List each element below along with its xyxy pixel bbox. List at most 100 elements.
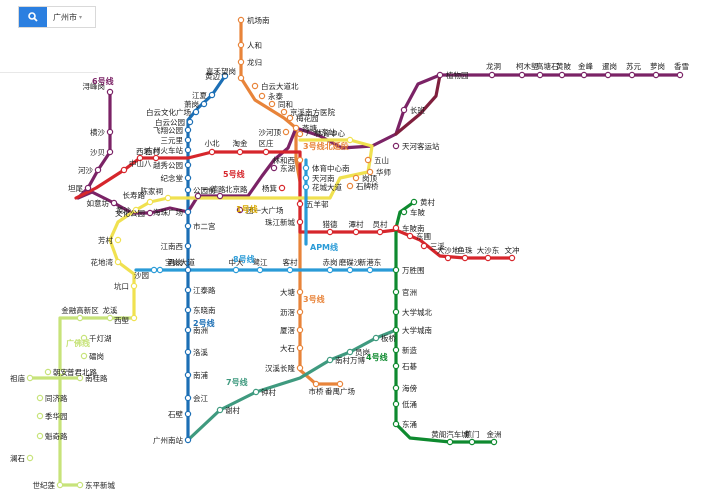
station-jiaomen[interactable] [468, 438, 476, 446]
station-suyuan[interactable] [628, 71, 636, 79]
station-datang[interactable] [296, 288, 304, 296]
search-button[interactable] [19, 7, 47, 27]
station-xiaogang[interactable] [200, 100, 208, 108]
station-yide[interactable] [194, 192, 202, 200]
station-jiahewanggang[interactable] [237, 74, 245, 82]
station-lanshi2[interactable] [26, 454, 34, 462]
station-jiangxia[interactable] [208, 91, 216, 99]
station-nanguilu[interactable] [76, 374, 84, 382]
station-dongchong[interactable] [392, 420, 400, 428]
station-yuzhu[interactable] [461, 254, 469, 262]
station-beijinglu[interactable] [216, 192, 224, 200]
station-tanwei[interactable] [84, 184, 92, 192]
station-changgang[interactable] [184, 266, 192, 274]
station-zhongda[interactable] [232, 266, 240, 274]
station-huangpi[interactable] [558, 71, 566, 79]
station-dashadi[interactable] [444, 254, 452, 262]
station-qiandeng[interactable] [80, 334, 88, 342]
station-xilang[interactable] [130, 314, 138, 322]
station-gangding[interactable] [352, 174, 360, 182]
station-lujiang[interactable] [256, 266, 264, 274]
station-nanzhou[interactable] [184, 326, 192, 334]
station-guanzhou[interactable] [392, 288, 400, 296]
station-gaotangshi[interactable] [536, 71, 544, 79]
station-fangcun[interactable] [114, 236, 122, 244]
station-tianhekeyunzhan[interactable] [392, 142, 400, 150]
station-wuyangcun[interactable] [296, 200, 304, 208]
station-huangsha[interactable] [132, 206, 140, 214]
station-yuexiu[interactable] [184, 161, 192, 169]
station-xingang[interactable] [366, 266, 374, 274]
station-zhiwuyuan[interactable] [436, 71, 444, 79]
station-wenchong[interactable] [508, 254, 516, 262]
station-sanxi[interactable] [420, 242, 428, 250]
station-pujun[interactable] [58, 368, 66, 376]
station-linhexi[interactable] [296, 156, 304, 164]
station-baogang[interactable] [156, 266, 164, 274]
station-luogang[interactable] [652, 71, 660, 79]
station-jinianzhan[interactable] [184, 174, 192, 182]
station-guangzhouhuochezhan[interactable] [184, 146, 192, 154]
station-jingxi[interactable] [280, 108, 288, 116]
station-nanyu[interactable] [604, 71, 612, 79]
station-jinkeng[interactable] [580, 71, 588, 79]
station-jiangnanxi[interactable] [184, 242, 192, 250]
station-shabei[interactable] [106, 148, 114, 156]
station-dongshan[interactable] [270, 164, 278, 172]
station-kengkou[interactable] [130, 282, 138, 290]
station-chigang[interactable] [326, 266, 334, 274]
station-longxi[interactable] [106, 314, 114, 322]
station-tongjilu[interactable] [36, 394, 44, 402]
station-huijiang[interactable] [184, 394, 192, 402]
station-xichang[interactable] [152, 154, 160, 162]
station-huashi[interactable] [366, 168, 374, 176]
station-qucheng[interactable] [262, 148, 270, 156]
station-chepi[interactable] [400, 208, 408, 216]
station-shijilian[interactable] [56, 481, 64, 489]
station-tianhenan[interactable] [302, 174, 310, 182]
station-shayuan[interactable] [150, 266, 158, 274]
station-luoxi[interactable] [184, 348, 192, 356]
station-shiqi[interactable] [392, 362, 400, 370]
station-nancun[interactable] [326, 356, 334, 364]
station-gongyuanqian[interactable] [184, 186, 192, 194]
station-kemuliang[interactable] [518, 71, 526, 79]
station-nanpu[interactable] [184, 371, 192, 379]
station-huangbian[interactable] [221, 72, 229, 80]
station-dichong[interactable] [392, 400, 400, 408]
metro-line-l1[interactable] [108, 138, 374, 320]
station-jinzhou[interactable] [490, 438, 498, 446]
station-dashi[interactable] [296, 344, 304, 352]
station-guangzhoudongzhan[interactable] [296, 130, 304, 138]
station-xiajiao[interactable] [296, 326, 304, 334]
station-chenjiaci[interactable] [164, 194, 172, 202]
station-yuanyang[interactable] [346, 348, 354, 356]
metro-line-l13[interactable] [394, 73, 442, 136]
station-shibi[interactable] [184, 410, 192, 418]
station-baiyunpark[interactable] [186, 118, 194, 126]
station-kuiqi[interactable] [36, 432, 44, 440]
metro-stations[interactable] [26, 16, 684, 489]
station-jinrong[interactable] [76, 314, 84, 322]
station-xicun[interactable] [136, 154, 144, 162]
station-changshou[interactable] [146, 198, 154, 206]
search-bar[interactable]: 广州市 ▾ [18, 6, 96, 28]
station-baiyundadaobei[interactable] [251, 82, 259, 90]
station-meihuayuan[interactable] [286, 114, 294, 122]
metro-line-gf[interactable] [58, 316, 136, 487]
station-shipaiqiao[interactable] [346, 182, 354, 190]
station-dongpu[interactable] [406, 232, 414, 240]
station-heyong[interactable] [94, 166, 102, 174]
station-xunfenggang[interactable] [106, 88, 114, 96]
metro-line-l4[interactable] [394, 200, 496, 444]
station-daxuecheng[interactable] [392, 308, 400, 316]
station-jihua[interactable] [36, 412, 44, 420]
station-tiyuzhongxin[interactable] [346, 136, 354, 144]
station-huachengdadao[interactable] [302, 183, 310, 191]
station-taojin[interactable] [236, 148, 244, 156]
station-guangzhounanzhan[interactable] [184, 436, 192, 444]
station-liedeng[interactable] [326, 228, 334, 236]
metro-line-l7[interactable] [186, 328, 398, 442]
station-chebei[interactable] [392, 224, 400, 232]
